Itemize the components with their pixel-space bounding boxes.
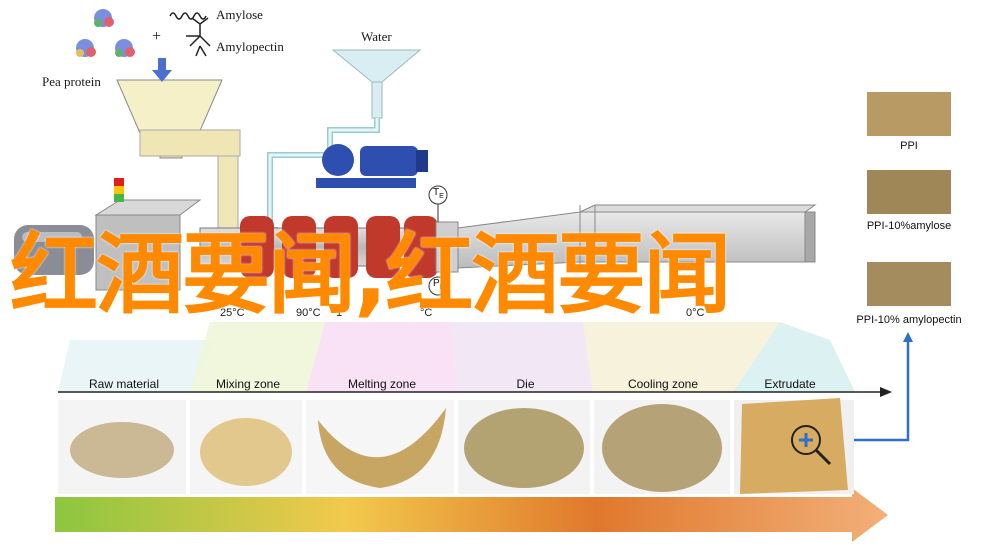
sample-ppi	[867, 92, 951, 136]
zone-bg-die	[450, 322, 593, 392]
down-arrow-icon	[152, 70, 172, 82]
signal-light-yellow	[114, 186, 124, 194]
temp-label-4: °C	[420, 307, 433, 319]
zone-bg-cooling	[583, 322, 780, 392]
pump-housing	[322, 144, 354, 176]
water-label: Water	[361, 29, 392, 44]
water-pipe-inner	[268, 118, 379, 232]
photo-cooling	[602, 404, 722, 492]
zone-label-extrudate: Extrudate	[764, 377, 816, 391]
plus-sign: +	[152, 28, 162, 45]
zone-bg-mixing	[190, 322, 325, 392]
zone-label-raw-material: Raw material	[88, 377, 160, 391]
photo-die	[464, 408, 584, 488]
photo-melting	[318, 408, 446, 488]
temp-label-1: 25°C	[220, 307, 245, 319]
signal-light-green	[114, 194, 124, 202]
sample-label-ppi: PPI	[900, 140, 918, 152]
photo-mixing	[200, 418, 292, 486]
zone-axis-arrowhead	[880, 387, 892, 397]
process-direction-arrow	[55, 488, 888, 542]
protein-molecule-icon	[76, 39, 96, 57]
zone-bg-melting	[306, 322, 458, 392]
pressure-gauge-icon	[428, 276, 448, 296]
connector-arrowhead	[903, 332, 913, 342]
feed-column-top	[139, 129, 241, 157]
watermark-text: 红酒要闻,红酒要闻	[10, 223, 731, 326]
magnifier-icon	[791, 425, 832, 466]
amylose-label: Amylose	[216, 7, 263, 22]
down-arrow-shaft	[158, 58, 166, 72]
zone-bg-extrudate	[733, 322, 855, 392]
zone-bg-raw	[58, 340, 215, 392]
motor-highlight	[22, 232, 82, 242]
temp-label-3: 1	[336, 307, 343, 319]
pea-protein-label: Pea protein	[42, 74, 101, 89]
protein-molecule-icon	[94, 9, 114, 27]
zone-label-melting: Melting zone	[347, 377, 417, 391]
temp-label-5: 0°C	[686, 307, 705, 319]
temperature-gauge-label: TE	[433, 187, 444, 200]
water-funnel-stem	[371, 81, 383, 119]
sample-label-ppi-amylopectin: PPI-10% amylopectin	[856, 314, 962, 326]
zone-label-cooling: Cooling zone	[627, 377, 699, 391]
amylopectin-icon	[186, 17, 211, 57]
pressure-gauge-label: PE	[433, 278, 445, 291]
sample-ppi-amylopectin	[867, 262, 951, 306]
sample-ppi-amylose	[867, 170, 951, 214]
water-pipe	[267, 118, 380, 233]
water-funnel	[331, 49, 422, 83]
pump-base	[316, 178, 416, 188]
pump-motor	[360, 146, 418, 176]
pump-motor-end	[416, 150, 428, 172]
zone-label-mixing: Mixing zone	[215, 377, 281, 391]
cooling-die-end	[804, 211, 816, 263]
signal-light-red	[114, 178, 124, 186]
cooling-die-top	[579, 204, 817, 213]
photo-raw-material	[70, 422, 174, 478]
sample-label-ppi-amylose: PPI-10%amylose	[866, 220, 952, 232]
heater-bands	[240, 216, 438, 278]
amylopectin-label: Amylopectin	[216, 39, 284, 54]
zone-label-die: Die	[516, 377, 535, 391]
protein-molecule-icon	[115, 39, 135, 57]
amylose-icon	[169, 12, 207, 20]
gearbox-top	[94, 199, 202, 216]
temp-label-2: 90°C	[296, 307, 321, 319]
